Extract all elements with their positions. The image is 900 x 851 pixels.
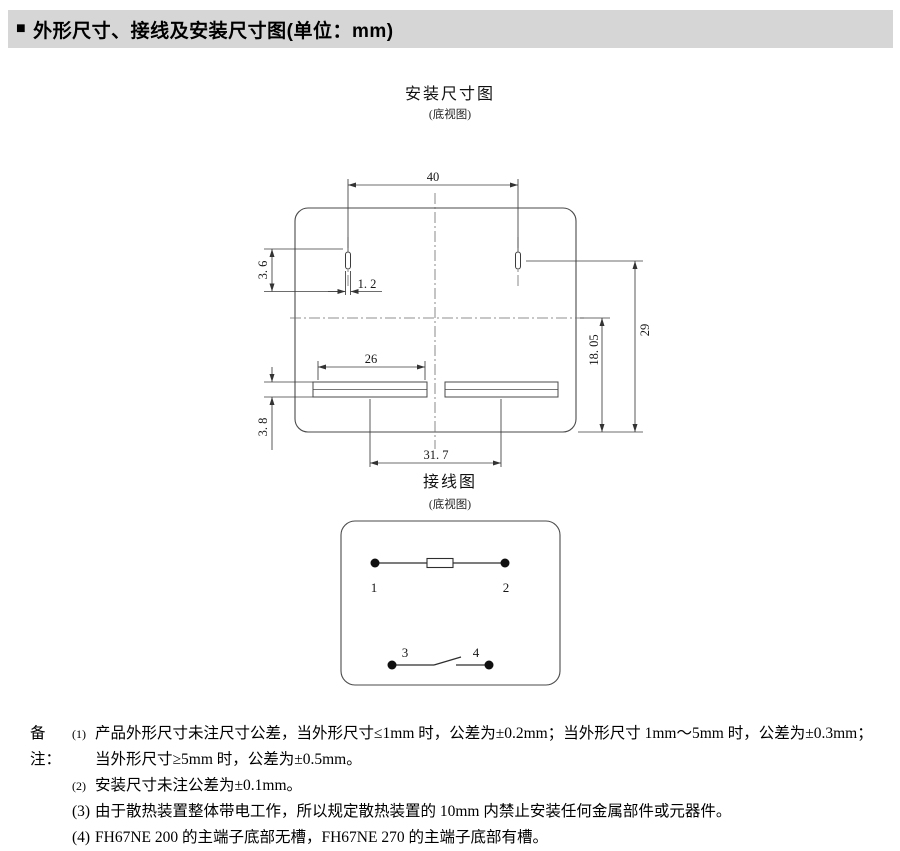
install-diagram-subtitle: (底视图) <box>428 109 472 121</box>
contact-symbol <box>433 656 462 666</box>
terminal-2-dot <box>500 558 510 568</box>
section-title: 外形尺寸、接线及安装尺寸图(单位：mm) <box>33 20 394 42</box>
note-number: (1) <box>72 727 86 741</box>
mounting-pin-left <box>345 251 351 270</box>
note-text: 产品外形尺寸未注尺寸公差，当外形尺寸≤1mm 时，公差为±0.2mm；当外形尺寸… <box>95 725 873 768</box>
note-text: 由于散热装置整体带电工作，所以规定散热装置的 10mm 内禁止安装任何金属部件或… <box>95 803 732 820</box>
note-item: (1) 产品外形尺寸未注尺寸公差，当外形尺寸≤1mm 时，公差为±0.2mm；当… <box>72 721 880 773</box>
note-text: FH67NE 200 的主端子底部无槽，FH67NE 270 的主端子底部有槽。 <box>95 829 548 846</box>
install-diagram-title: 安装尺寸图 <box>404 86 495 103</box>
note-item: (3) 由于散热装置整体带电工作，所以规定散热装置的 10mm 内禁止安装任何金… <box>72 799 880 825</box>
terminal-1-label: 1 <box>371 580 378 595</box>
notes-label: 备注： <box>30 725 62 768</box>
terminal-4-label: 4 <box>473 645 480 660</box>
installation-dimension-drawing: 40 1. 2 3. 6 29 18. 05 26 3. 8 <box>256 170 652 467</box>
note-item: (2) 安装尺寸未注公差为±0.1mm。 <box>72 773 880 799</box>
mounting-pin-right <box>515 251 521 270</box>
terminal-3-label: 3 <box>402 645 409 660</box>
note-number: (3) <box>72 803 91 820</box>
coil-symbol <box>426 557 454 569</box>
square-bullet-icon: ■ <box>16 20 27 37</box>
terminal-3-dot <box>387 660 397 670</box>
terminal-2-label: 2 <box>503 580 510 595</box>
relay-outline <box>340 520 561 686</box>
dim-inner-height-label: 18. 05 <box>587 334 601 365</box>
note-number: (4) <box>72 829 91 846</box>
relay-body-outline <box>294 207 577 433</box>
dim-slot-length-label: 26 <box>365 352 378 366</box>
wiring-diagram-drawing: 1 2 3 4 <box>340 520 561 686</box>
dim-pin-spacing-label: 40 <box>427 170 440 184</box>
dim-slot-spacing-label: 31. 7 <box>424 448 449 462</box>
note-text: 安装尺寸未注公差为±0.1mm。 <box>95 777 302 794</box>
terminal-4-dot <box>484 660 494 670</box>
notes-list: (1) 产品外形尺寸未注尺寸公差，当外形尺寸≤1mm 时，公差为±0.2mm；当… <box>72 721 880 851</box>
terminal-1-dot <box>370 558 380 568</box>
note-item: (4) FH67NE 200 的主端子底部无槽，FH67NE 270 的主端子底… <box>72 825 880 851</box>
dim-body-height-label: 29 <box>638 324 652 337</box>
dim-slot-height-label: 3. 8 <box>256 418 270 437</box>
dim-pin-width-label: 1. 2 <box>358 277 377 291</box>
notes-section: 备注： (1) 产品外形尺寸未注尺寸公差，当外形尺寸≤1mm 时，公差为±0.2… <box>30 721 880 851</box>
wiring-diagram-title: 接线图 <box>422 474 477 491</box>
wiring-diagram-subtitle: (底视图) <box>428 499 472 511</box>
section-header: ■ 外形尺寸、接线及安装尺寸图(单位：mm) <box>8 10 893 48</box>
dim-pin-offset-label: 3. 6 <box>256 261 270 280</box>
note-number: (2) <box>72 779 86 793</box>
